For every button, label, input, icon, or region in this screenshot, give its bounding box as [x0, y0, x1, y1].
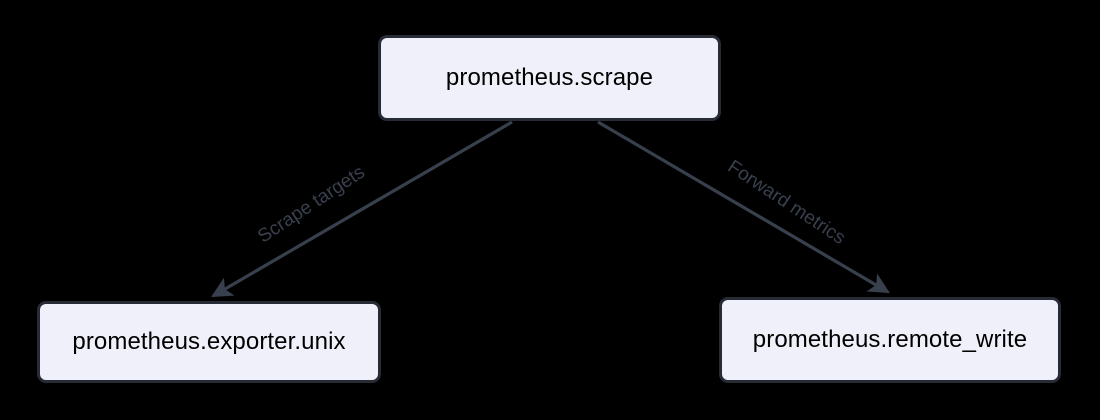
node-label: prometheus.remote_write — [752, 325, 1028, 353]
node-label: prometheus.scrape — [445, 63, 654, 91]
node-prometheus-exporter-unix[interactable]: prometheus.exporter.unix — [37, 301, 381, 383]
node-label: prometheus.exporter.unix — [72, 327, 346, 355]
node-prometheus-remote-write[interactable]: prometheus.remote_write — [719, 297, 1061, 383]
edge-scrape-to-remote-write — [597, 120, 890, 294]
edge-scrape-to-exporter — [211, 120, 513, 298]
node-prometheus-scrape[interactable]: prometheus.scrape — [378, 35, 721, 121]
